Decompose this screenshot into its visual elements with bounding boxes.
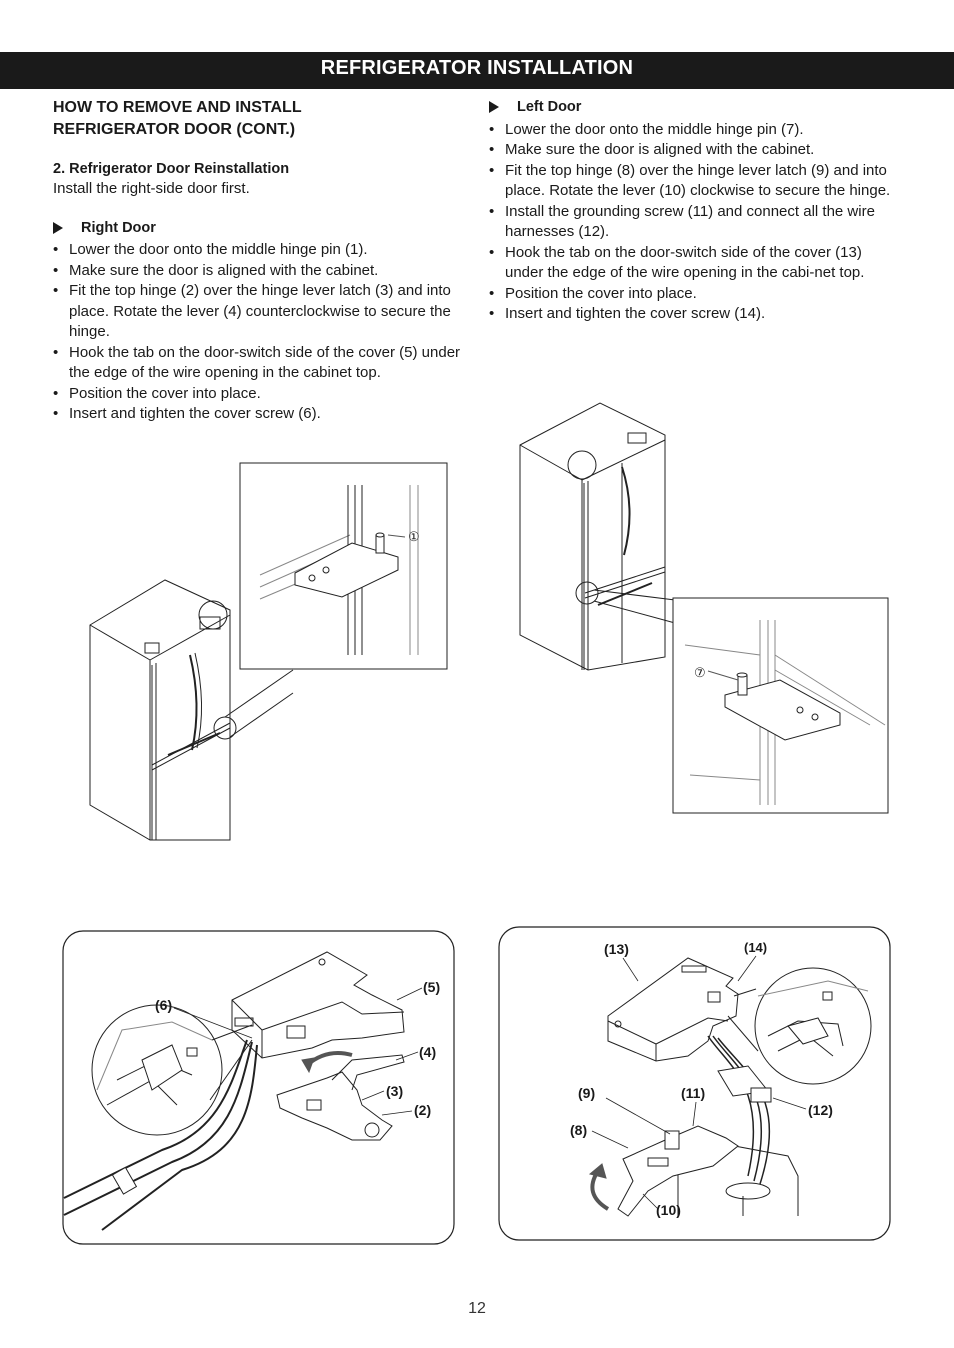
list-item: Insert and tighten the cover screw (6). bbox=[53, 404, 468, 425]
triangle-bullet-icon bbox=[53, 221, 63, 234]
page-number: 12 bbox=[468, 1300, 486, 1317]
list-item: Hook the tab on the door-switch side of … bbox=[53, 343, 468, 384]
list-item: Fit the top hinge (2) over the hinge lev… bbox=[53, 281, 468, 343]
left-door-steps: Lower the door onto the middle hinge pin… bbox=[489, 120, 899, 325]
reinstallation-subheading: 2. Refrigerator Door Reinstallation bbox=[53, 161, 290, 177]
intro-text: Install the right-side door first. bbox=[53, 180, 250, 197]
list-item: Position the cover into place. bbox=[53, 384, 468, 405]
label-4: (4) bbox=[419, 1044, 436, 1060]
right-door-heading-label: Right Door bbox=[81, 219, 156, 236]
list-item: Insert and tighten the cover screw (14). bbox=[489, 304, 899, 325]
label-13: (13) bbox=[604, 941, 629, 957]
list-item: Lower the door onto the middle hinge pin… bbox=[489, 120, 899, 141]
header-banner: REFRIGERATOR INSTALLATION bbox=[0, 52, 954, 89]
label-10: (10) bbox=[656, 1202, 681, 1218]
left-door-cover-figure: (13) (14) (9) (11) (12) (8) (10) bbox=[498, 926, 891, 1241]
right-door-steps: Lower the door onto the middle hinge pin… bbox=[53, 240, 468, 425]
section-title-line1: HOW TO REMOVE AND INSTALL bbox=[53, 99, 302, 116]
right-column: Left Door Lower the door onto the middle… bbox=[489, 97, 899, 325]
right-door-hinge-figure: ① bbox=[89, 462, 448, 841]
left-column: HOW TO REMOVE AND INSTALL REFRIGERATOR D… bbox=[53, 97, 468, 425]
pin-7-label: ⑦ bbox=[694, 665, 706, 680]
list-item: Position the cover into place. bbox=[489, 284, 899, 305]
list-item: Lower the door onto the middle hinge pin… bbox=[53, 240, 468, 261]
label-14: (14) bbox=[744, 940, 767, 955]
left-door-hinge-figure: ⑦ bbox=[519, 402, 889, 814]
label-6: (6) bbox=[155, 997, 172, 1013]
right-door-heading: Right Door bbox=[53, 218, 468, 239]
list-item: Make sure the door is aligned with the c… bbox=[53, 261, 468, 282]
banner-title: REFRIGERATOR INSTALLATION bbox=[320, 57, 634, 79]
label-8: (8) bbox=[570, 1122, 587, 1138]
label-5: (5) bbox=[423, 979, 440, 995]
list-item: Make sure the door is aligned with the c… bbox=[489, 140, 899, 161]
label-12: (12) bbox=[808, 1102, 833, 1118]
label-9: (9) bbox=[578, 1085, 595, 1101]
label-3: (3) bbox=[386, 1083, 403, 1099]
list-item: Hook the tab on the door-switch side of … bbox=[489, 243, 899, 284]
section-title: HOW TO REMOVE AND INSTALL REFRIGERATOR D… bbox=[53, 97, 468, 141]
label-2: (2) bbox=[414, 1102, 431, 1118]
pin-1-label: ① bbox=[408, 529, 420, 544]
right-door-cover-figure: (6) (5) (4) (3) (2) bbox=[62, 930, 455, 1245]
list-item: Fit the top hinge (8) over the hinge lev… bbox=[489, 161, 899, 202]
triangle-bullet-icon bbox=[489, 101, 499, 114]
left-door-heading: Left Door bbox=[489, 97, 899, 118]
list-item: Install the grounding screw (11) and con… bbox=[489, 202, 899, 243]
left-door-heading-label: Left Door bbox=[517, 99, 582, 115]
section-title-line2: REFRIGERATOR DOOR (CONT.) bbox=[53, 121, 296, 138]
label-11: (11) bbox=[681, 1085, 705, 1101]
